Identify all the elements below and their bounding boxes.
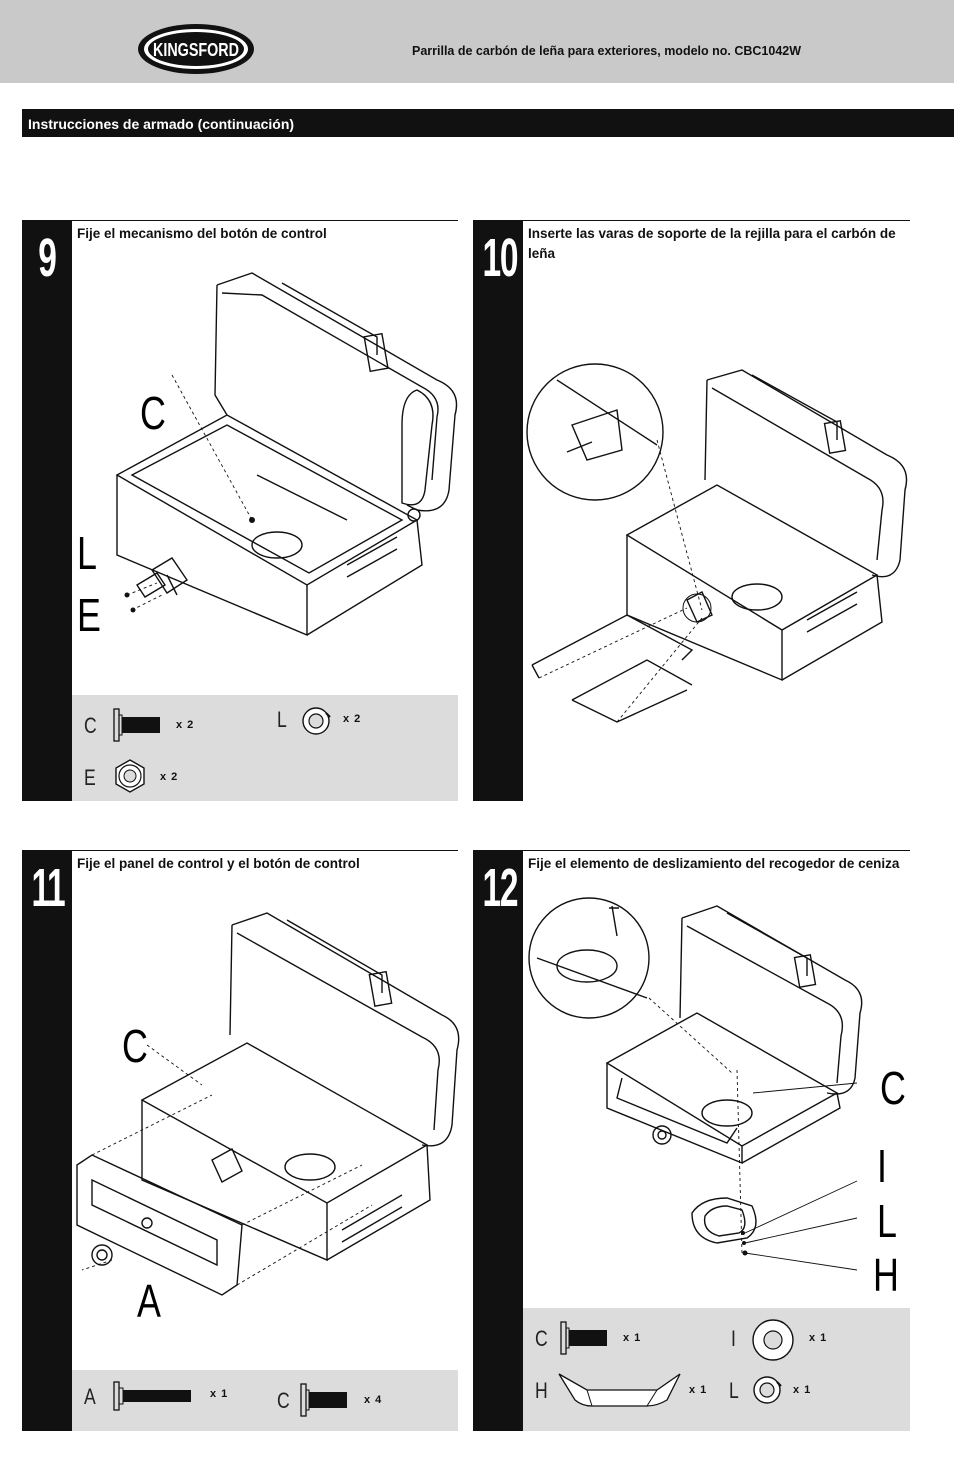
header-bar: KINGSFORD Parrilla de carbón de leña par… — [0, 0, 954, 83]
step-number-column: 11 — [22, 850, 72, 1431]
bolt-icon — [560, 1321, 607, 1355]
callout-a: A — [137, 1275, 161, 1327]
part-letter: E — [84, 765, 96, 790]
step-11: 11 Fije el panel de control y el botón d… — [22, 850, 460, 1431]
part-letter: C — [277, 1388, 290, 1413]
lock-washer-icon — [302, 707, 331, 735]
part-quantity: x 1 — [623, 1332, 642, 1344]
long-bolt-icon — [113, 1381, 191, 1411]
svg-text:KINGSFORD: KINGSFORD — [153, 40, 239, 60]
ash-slide-illustration — [528, 897, 863, 1271]
callout-h: H — [873, 1249, 899, 1301]
part-quantity: x 1 — [793, 1384, 812, 1396]
bolt-icon — [300, 1383, 347, 1417]
part-quantity: x 1 — [809, 1332, 828, 1344]
parts-list: A x 1 C x 4 — [72, 1370, 458, 1431]
lock-washer-icon — [753, 1376, 782, 1404]
callout-l: L — [77, 527, 97, 579]
step-instruction: Fije el mecanismo del botón de control — [77, 226, 327, 241]
step-9: 9 Fije el mecanismo del botón de control — [22, 220, 458, 801]
step-instruction: Fije el panel de control y el botón de c… — [77, 856, 360, 871]
kingsford-logo: KINGSFORD — [138, 24, 254, 74]
callout-c: C — [122, 1020, 148, 1072]
callout-e: E — [77, 589, 101, 641]
part-quantity: x 1 — [689, 1384, 708, 1396]
part-letter: H — [535, 1378, 548, 1403]
part-quantity: x 2 — [160, 771, 179, 783]
callout-l: L — [877, 1195, 897, 1247]
parts-list: C x 1 I x 1 H x 1 L x 1 — [523, 1308, 910, 1431]
nut-icon — [115, 759, 145, 793]
section-header: Instrucciones de armado (continuación) — [22, 109, 954, 137]
step-number: 10 — [482, 228, 519, 288]
step-number-column: 9 — [22, 220, 72, 801]
ash-slide-icon — [558, 1373, 681, 1407]
part-letter: I — [731, 1326, 736, 1351]
flat-washer-icon — [752, 1319, 794, 1361]
step-12: 12 Fije el elemento de deslizamiento del… — [473, 850, 910, 1431]
step-10: 10 Inserte las varas de soporte de la re… — [473, 220, 910, 801]
step-instruction: Fije el elemento de deslizamiento del re… — [528, 856, 900, 871]
part-letter: L — [729, 1378, 739, 1403]
callout-c: C — [140, 387, 166, 439]
part-letter: L — [277, 707, 287, 732]
part-letter: C — [535, 1326, 548, 1351]
grill-assembly-illustration — [115, 272, 458, 637]
callout-c: C — [880, 1062, 906, 1114]
part-quantity: x 4 — [364, 1394, 383, 1406]
step-number: 12 — [482, 858, 519, 918]
part-quantity: x 2 — [343, 713, 362, 725]
step-number: 11 — [31, 858, 66, 918]
document-title: Parrilla de carbón de leña para exterior… — [412, 44, 802, 58]
step-number: 9 — [38, 228, 57, 288]
callout-i: I — [877, 1140, 887, 1192]
bolt-icon — [113, 708, 160, 742]
step-instruction: Inserte las varas de soporte de la rejil… — [528, 226, 896, 261]
charcoal-grate-rods-illustration — [526, 363, 908, 723]
part-letter: C — [84, 713, 97, 738]
parts-list: C x 2 L x 2 E x 2 — [72, 695, 458, 801]
part-letter: A — [84, 1384, 96, 1409]
control-panel-illustration — [76, 912, 460, 1296]
part-quantity: x 2 — [176, 719, 195, 731]
step-number-column: 10 — [473, 220, 523, 801]
step-number-column: 12 — [473, 850, 523, 1431]
section-title: Instrucciones de armado (continuación) — [28, 116, 295, 132]
part-quantity: x 1 — [210, 1388, 229, 1400]
